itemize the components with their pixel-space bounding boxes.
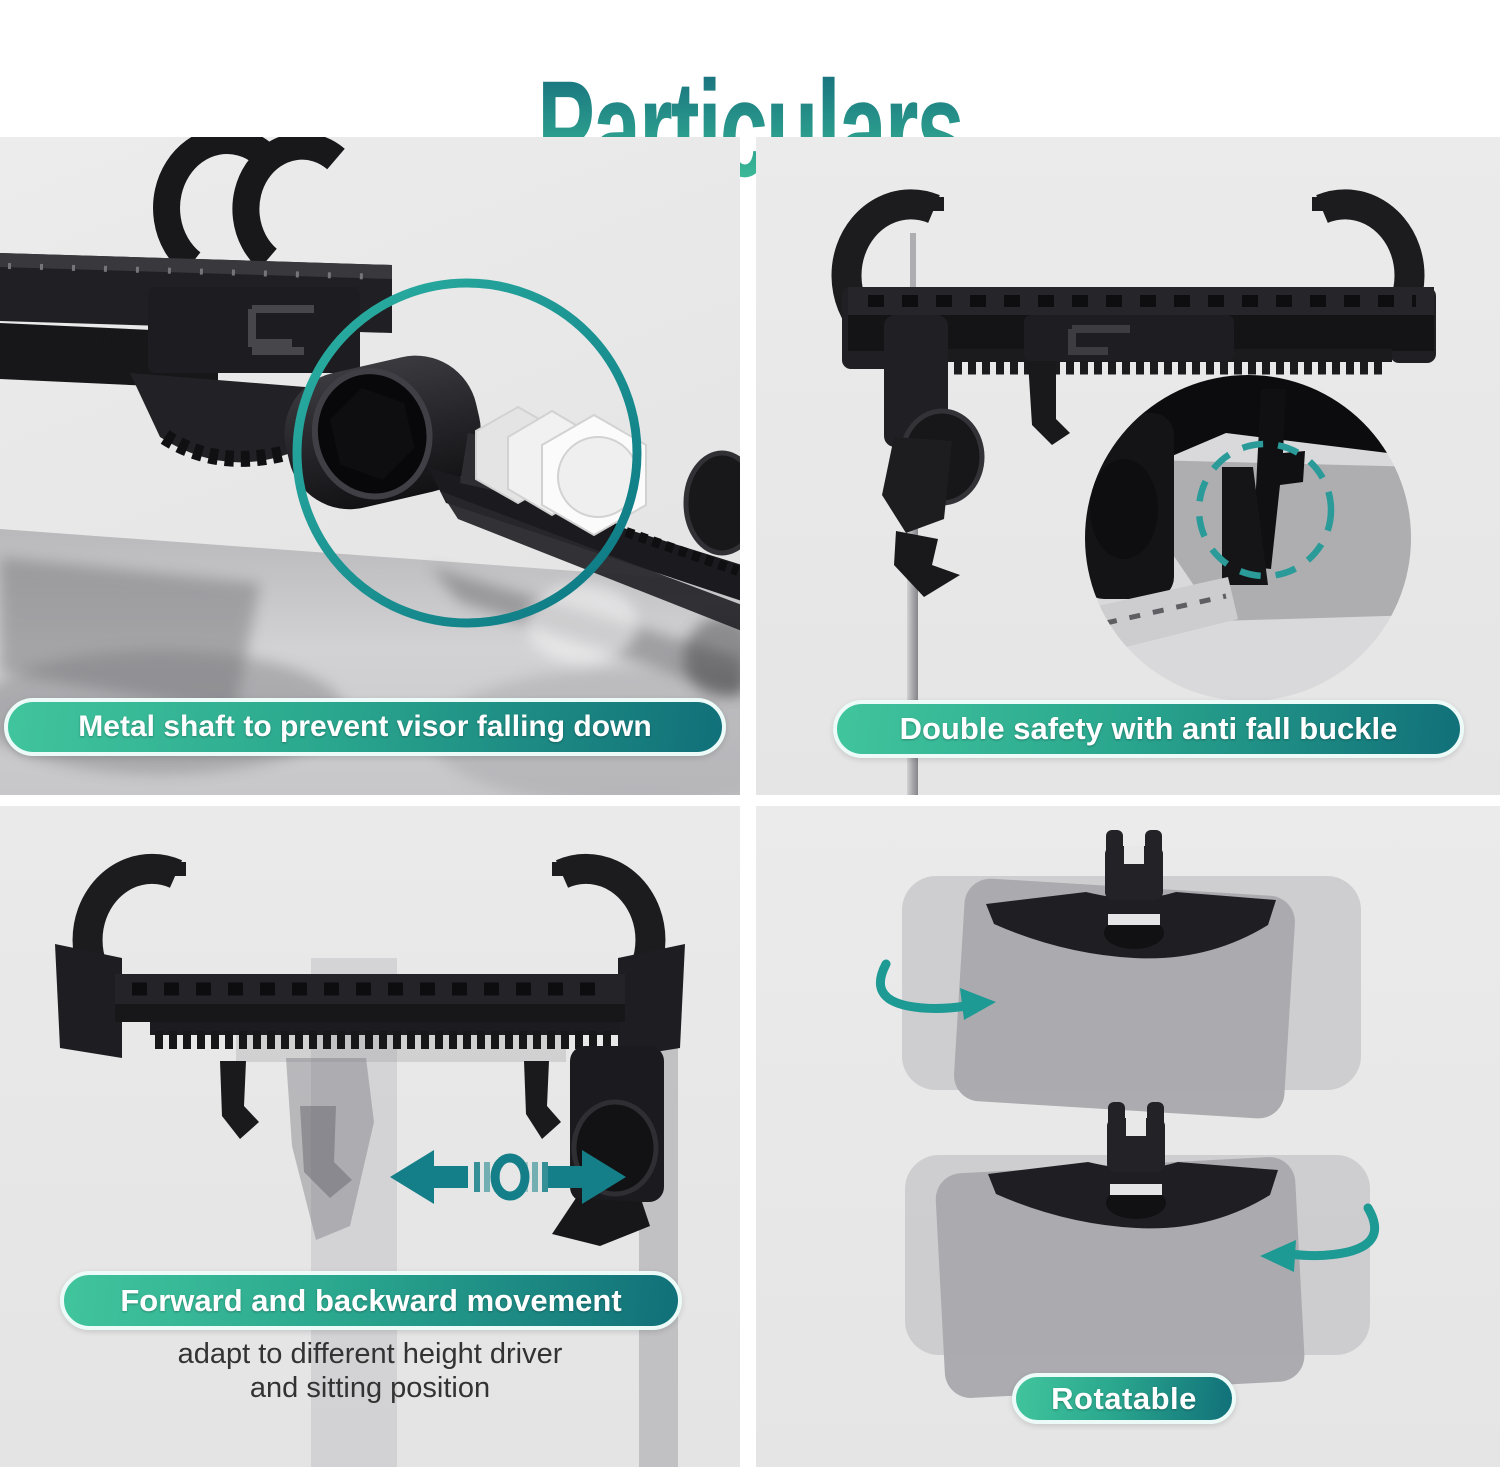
panel-metal-shaft: Metal shaft to prevent visor falling dow… xyxy=(0,137,740,795)
photo-rotating-visor xyxy=(875,830,1380,1398)
caption-pill-double-safety: Double safety with anti fall buckle xyxy=(833,700,1464,758)
photo-sliding-clamp xyxy=(55,853,685,1467)
rod-clamp-block xyxy=(882,315,985,597)
white-hex-nut xyxy=(475,405,647,537)
magnifier-inset xyxy=(1085,375,1411,701)
caption-pill-metal-shaft: Metal shaft to prevent visor falling dow… xyxy=(4,698,726,756)
panel-forward-backward: Forward and backward movement adapt to d… xyxy=(0,806,740,1467)
visor-top xyxy=(875,830,1361,1119)
caption-text: Forward and backward movement xyxy=(120,1282,622,1318)
rotate-arrow-icon xyxy=(875,959,996,1020)
caption-pill-forward-backward: Forward and backward movement xyxy=(60,1271,682,1330)
visor-hook-prongs xyxy=(153,137,345,274)
panel-double-safety: Double safety with anti fall buckle xyxy=(756,137,1500,795)
move-horizontal-arrows-icon xyxy=(390,1150,626,1204)
subtext-line-1: adapt to different height driver xyxy=(177,1338,563,1370)
highlight-circle-icon xyxy=(292,278,642,628)
dashed-circle-icon xyxy=(1195,440,1335,580)
visor-bottom xyxy=(905,1102,1380,1398)
latch-hook-right xyxy=(524,1061,561,1139)
caption-text: Metal shaft to prevent visor falling dow… xyxy=(78,710,652,743)
anti-fall-buckle xyxy=(1252,389,1305,569)
photo-anti-fall-buckle xyxy=(831,189,1436,795)
caption-text: Rotatable xyxy=(1051,1380,1197,1416)
photo-visor-clamp-closeup xyxy=(0,137,740,795)
caption-subtext: adapt to different height driver and sit… xyxy=(0,1337,740,1405)
visor-clip-head xyxy=(1105,830,1163,900)
latch-hook xyxy=(1028,361,1070,445)
caption-text: Double safety with anti fall buckle xyxy=(899,711,1398,746)
subtext-line-2: and sitting position xyxy=(249,1372,491,1404)
latch-hook-left xyxy=(220,1061,259,1139)
caption-pill-rotatable: Rotatable xyxy=(1012,1373,1236,1424)
panel-rotatable: Rotatable xyxy=(756,806,1500,1467)
pivot-fan xyxy=(130,373,330,467)
visor-clip-head xyxy=(1107,1102,1165,1172)
rotate-arrow-icon xyxy=(1260,1203,1380,1272)
adjustment-rail xyxy=(0,253,392,389)
clamp-bar xyxy=(55,944,685,1058)
